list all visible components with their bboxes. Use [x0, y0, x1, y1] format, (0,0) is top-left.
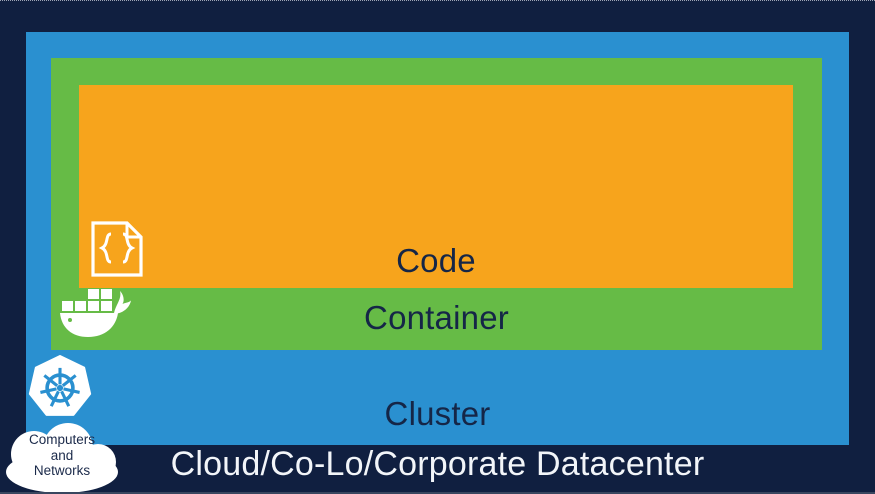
kubernetes-helm-icon	[27, 355, 93, 426]
cloud-text-line: Networks	[33, 463, 91, 478]
datacenter-label: Cloud/Co-Lo/Corporate Datacenter	[170, 445, 705, 483]
cloud-text: Computers and Networks	[2, 421, 122, 479]
cloud-text-line: and	[50, 447, 74, 463]
docker-whale-icon	[58, 286, 132, 351]
cluster-label: Cluster	[384, 395, 491, 432]
computers-networks-cloud: Computers and Networks	[2, 421, 122, 494]
container-label: Container	[364, 299, 509, 336]
cloud-text-line: Computers	[28, 432, 96, 447]
cloud-icon	[6, 423, 118, 493]
code-box	[79, 85, 793, 288]
slide-top-edge	[0, 0, 875, 1]
slide-bottom-edge	[0, 492, 875, 494]
code-label: Code	[396, 242, 476, 279]
code-file-icon	[89, 220, 145, 283]
